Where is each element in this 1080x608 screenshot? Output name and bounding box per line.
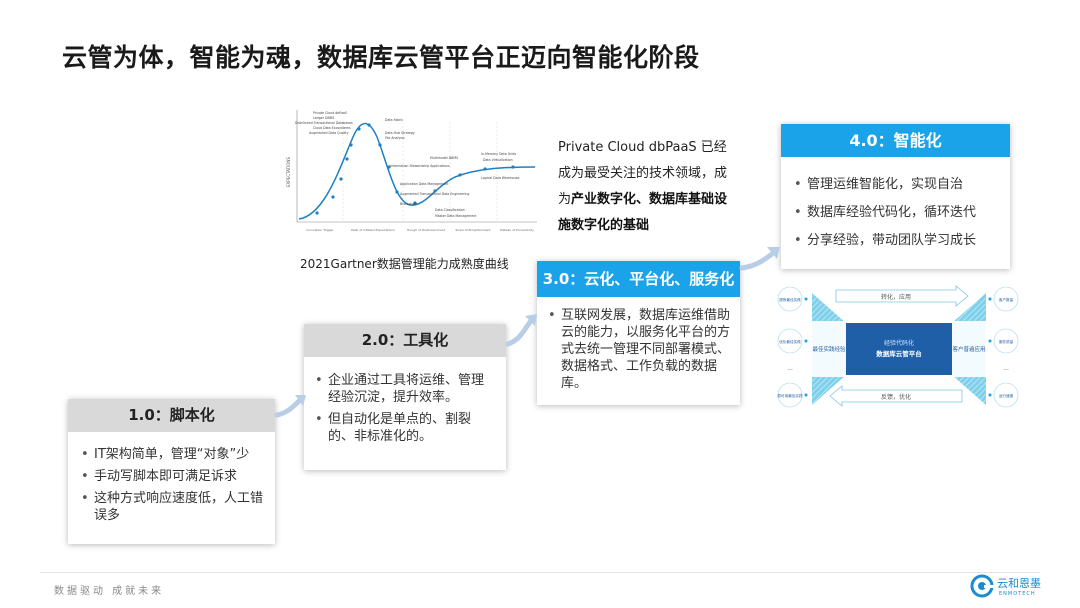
- stage-2-bullet: 但自动化是单点的、割裂的、非标准化的。: [312, 411, 496, 445]
- diagram-right-node: 服务质量: [999, 339, 1014, 344]
- diagram-center-top: 经验代码化: [884, 339, 914, 347]
- hype-label: Data Virtualization: [483, 158, 513, 162]
- enmotech-logo-icon: [970, 574, 994, 602]
- stage-card-2: 2.0：工具化 企业通过工具将运维、管理经验沉淀，提升效率。 但自动化是单点的、…: [304, 324, 506, 470]
- codification-diagram: 转化，应用 反馈，优化 经验代码化 数据库云管平台 最佳实践经验 客户普遍应用 …: [774, 283, 1024, 413]
- brand-name: 云和恩墨: [997, 577, 1041, 590]
- hype-label: Blockchain: [400, 202, 417, 206]
- dbpaas-description-highlight: 产业数字化、数据库基础设施数字化的基础: [558, 192, 728, 233]
- footer-divider: [40, 572, 1040, 573]
- stage-1-bullet: IT架构简单，管理“对象”少: [78, 446, 263, 463]
- stage-4-bullet: 分享经验，带动团队学习成长: [791, 232, 1000, 249]
- stage-4-bullet: 数据库经验代码化，循环迭代: [791, 204, 1000, 221]
- diagram-left-node: 原可用最佳实践: [777, 393, 803, 398]
- diagram-right-ellipsis: ...: [1003, 365, 1009, 372]
- hype-label: Private Cloud dbPaaS: [313, 111, 347, 115]
- gartner-hype-cycle-image: EXPECTATIONS Private Cloud dbPaaS Ledger…: [285, 107, 540, 242]
- hype-x-label: Slope of Enlightenment: [455, 228, 491, 232]
- codification-diagram-svg: 转化，应用 反馈，优化 经验代码化 数据库云管平台 最佳实践经验 客户普遍应用 …: [777, 285, 1019, 408]
- hype-label: Augmented Data Quality: [309, 131, 349, 135]
- stage-3-list: 互联网发展，数据库运维借助云的能力，以服务化平台的方式去统一管理不同部署模式、数…: [545, 307, 730, 392]
- footer-tagline: 数据驱动 成就未来: [54, 586, 165, 597]
- stage-2-list: 企业通过工具将运维、管理经验沉淀，提升效率。 但自动化是单点的、割裂的、非标准化…: [312, 372, 496, 445]
- diagram-bottom-arrow-label: 反馈，优化: [881, 393, 911, 401]
- hype-x-label: Innovation Trigger: [306, 228, 334, 232]
- stage-4-heading: 4.0：智能化: [781, 124, 1010, 157]
- stage-1-bullet: 这种方式响应速度低，人工错误多: [78, 490, 263, 524]
- stage-2-bullet: 企业通过工具将运维、管理经验沉淀，提升效率。: [312, 372, 496, 406]
- arrow-2-to-3: [505, 314, 537, 347]
- hype-label: Logical Data Warehouse: [481, 176, 520, 180]
- slide-title: 云管为体，智能为魂，数据库云管平台正迈向智能化阶段: [62, 43, 700, 72]
- hype-cycle-svg: EXPECTATIONS Private Cloud dbPaaS Ledger…: [285, 107, 540, 242]
- diagram-left-node: 优化最佳实践: [779, 339, 801, 344]
- diagram-right-panel: 客户普遍应用: [952, 345, 985, 353]
- stage-card-3: 3.0：云化、平台化、服务化 互联网发展，数据库运维借助云的能力，以服务化平台的…: [537, 261, 740, 405]
- hype-label: Cloud Data Ecosystems: [313, 126, 351, 130]
- stage-3-heading: 3.0：云化、平台化、服务化: [537, 261, 740, 297]
- diagram-right-node: 客户数量: [999, 297, 1014, 302]
- diagram-left-panel: 最佳实践经验: [812, 345, 846, 353]
- hype-x-label: Peak of Inflated Expectations: [351, 228, 395, 232]
- stage-1-heading: 1.0：脚本化: [68, 399, 275, 432]
- hype-x-label: Plateau of Productivity: [500, 228, 534, 232]
- hype-label: Augmented Transactional Data Engineering: [400, 192, 469, 196]
- stage-card-1: 1.0：脚本化 IT架构简单，管理“对象”少 手动写脚本即可满足诉求 这种方式响…: [68, 399, 275, 544]
- diagram-left-ellipsis: ...: [787, 365, 793, 372]
- stage-3-bullet: 互联网发展，数据库运维借助云的能力，以服务化平台的方式去统一管理不同部署模式、数…: [545, 307, 730, 392]
- stage-1-bullet: 手动写脚本即可满足诉求: [78, 468, 263, 485]
- hype-label: File Analysis: [385, 136, 405, 140]
- stage-card-4: 4.0：智能化 管理运维智能化，实现自治 数据库经验代码化，循环迭代 分享经验，…: [781, 124, 1010, 269]
- hype-label: Application Data Management: [400, 182, 449, 186]
- stage-4-list: 管理运维智能化，实现自治 数据库经验代码化，循环迭代 分享经验，带动团队学习成长: [791, 176, 1000, 249]
- hype-x-label: Trough of Disillusionment: [406, 228, 446, 232]
- hype-label: Ledger DBMS: [313, 116, 334, 120]
- hype-label: Data Fabric: [385, 118, 403, 122]
- dbpaas-description-text: Private Cloud dbPaaS 已经成为最受关注的技术领域，成为: [558, 140, 728, 207]
- arrow-3-to-4: [739, 247, 780, 271]
- arrow-1-to-2: [274, 395, 306, 418]
- diagram-center-bottom: 数据库云管平台: [876, 349, 922, 358]
- hype-label: Multimodel DBMS: [430, 156, 458, 160]
- stage-4-bullet: 管理运维智能化，实现自治: [791, 176, 1000, 193]
- hype-label: Data Classification: [435, 208, 465, 212]
- stage-1-list: IT架构简单，管理“对象”少 手动写脚本即可满足诉求 这种方式响应速度低，人工错…: [78, 446, 263, 524]
- hype-cycle-caption: 2021Gartner数据管理能力成熟度曲线: [300, 257, 509, 271]
- dbpaas-description: Private Cloud dbPaaS 已经成为最受关注的技术领域，成为产业数…: [558, 135, 733, 239]
- hype-label: In-Memory Data Grids: [481, 152, 516, 156]
- diagram-left-node: 提炼最佳实践: [779, 297, 801, 302]
- stage-2-heading: 2.0：工具化: [304, 324, 506, 357]
- brand-name-en: ENMOTECH: [999, 591, 1036, 597]
- hype-label: Distributed Transactional Databases: [295, 121, 353, 125]
- hype-label: Information Stewardship Applications: [390, 164, 450, 168]
- hype-y-axis: EXPECTATIONS: [286, 157, 291, 187]
- diagram-right-node: 运行速度: [999, 393, 1014, 398]
- hype-label: Data Hub Strategy: [385, 131, 415, 135]
- diagram-top-arrow-label: 转化，应用: [881, 293, 911, 301]
- hype-label: Master Data Management: [435, 214, 477, 218]
